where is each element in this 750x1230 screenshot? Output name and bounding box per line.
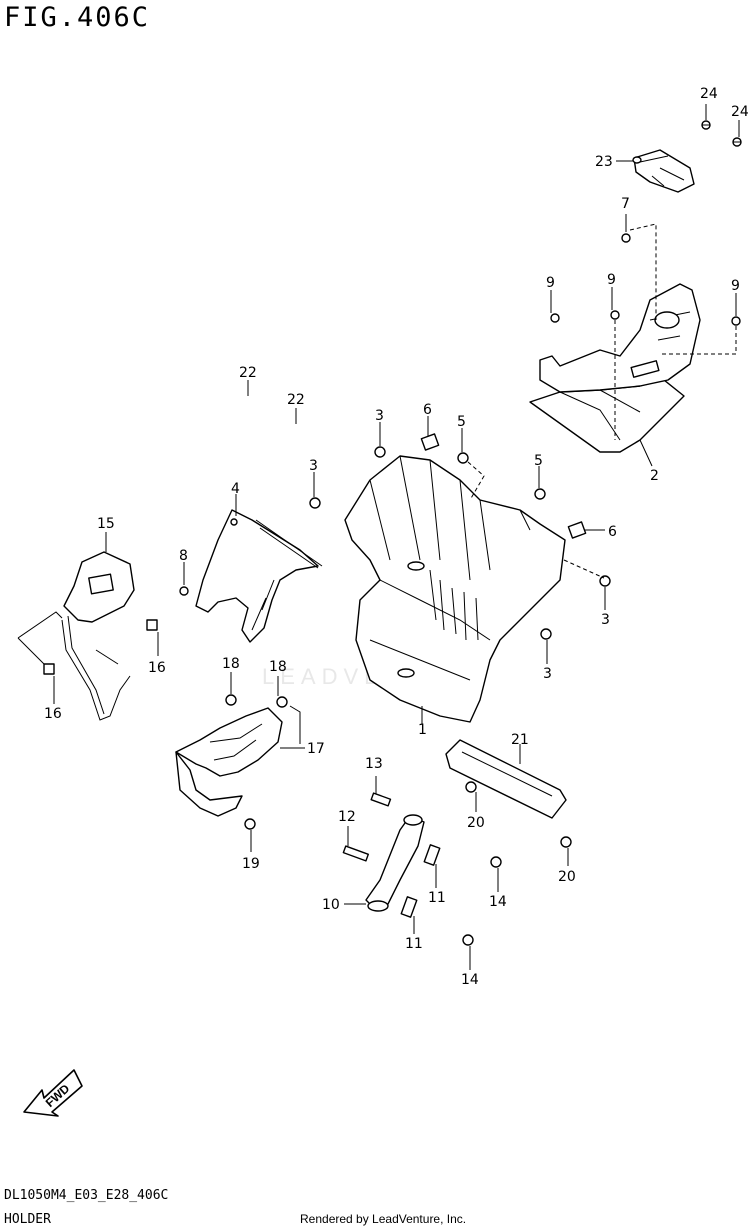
callout-18: 18 xyxy=(222,656,240,672)
part-9-bolt-c[interactable] xyxy=(731,316,741,326)
callout-8: 8 xyxy=(179,548,188,564)
callout-24: 24 xyxy=(700,86,718,102)
part-20-nut-b[interactable] xyxy=(560,836,572,848)
callout-3: 3 xyxy=(309,458,318,474)
callout-18: 18 xyxy=(269,659,287,675)
part-12-stud[interactable] xyxy=(342,845,370,862)
part-17-bracket[interactable] xyxy=(175,707,283,817)
part-16-bolt-b[interactable] xyxy=(43,663,55,675)
part-18-bolt-b[interactable] xyxy=(276,696,288,708)
callout-21: 21 xyxy=(511,732,529,748)
callout-22: 22 xyxy=(239,365,257,381)
callout-24: 24 xyxy=(731,104,749,120)
callout-3: 3 xyxy=(375,408,384,424)
model-code: DL1050M4_E03_E28_406C xyxy=(4,1188,169,1203)
part-7-bolt[interactable] xyxy=(621,233,631,243)
callout-20: 20 xyxy=(558,869,576,885)
part-19-bolt[interactable] xyxy=(244,818,256,830)
part-9-bolt-a[interactable] xyxy=(550,313,560,323)
part-13-stud[interactable] xyxy=(370,792,392,807)
part-4-bracket[interactable] xyxy=(195,509,323,643)
callout-19: 19 xyxy=(242,856,260,872)
leader-lines xyxy=(17,104,740,970)
part-2-cover[interactable] xyxy=(529,283,701,453)
part-6-nut-b[interactable] xyxy=(567,521,587,539)
callout-6: 6 xyxy=(608,524,617,540)
part-11-pad-b[interactable] xyxy=(400,896,418,918)
rendered-by-credit: Rendered by LeadVenture, Inc. xyxy=(300,1212,467,1226)
callout-4: 4 xyxy=(231,481,240,497)
part-11-pad-a[interactable] xyxy=(423,844,441,866)
callout-16: 16 xyxy=(44,706,62,722)
callout-2: 2 xyxy=(650,468,659,484)
fwd-arrow-icon: FWD xyxy=(23,1069,83,1117)
callout-13: 13 xyxy=(365,756,383,772)
callout-16: 16 xyxy=(148,660,166,676)
callout-labels: 24 24 23 7 9 9 9 2 22 22 3 6 5 3 5 6 4 1… xyxy=(44,86,749,988)
part-24-screw-b[interactable] xyxy=(732,137,742,147)
callout-15: 15 xyxy=(97,516,115,532)
callout-9: 9 xyxy=(546,275,555,291)
part-15-bracket[interactable] xyxy=(61,551,135,721)
callout-3: 3 xyxy=(601,612,610,628)
callout-10: 10 xyxy=(322,897,340,913)
callout-11: 11 xyxy=(428,890,446,906)
callout-17: 17 xyxy=(307,741,325,757)
part-9-bolt-b[interactable] xyxy=(610,310,620,320)
part-21-strap[interactable] xyxy=(445,739,567,819)
part-18-bolt-a[interactable] xyxy=(225,694,237,706)
part-5-grommet-b[interactable] xyxy=(534,488,546,500)
part-14-nut-b[interactable] xyxy=(462,934,474,946)
part-5-grommet-a[interactable] xyxy=(457,452,469,464)
callout-9: 9 xyxy=(731,278,740,294)
part-20-nut-a[interactable] xyxy=(465,781,477,793)
part-3-screw-a[interactable] xyxy=(374,446,386,458)
part-3-screw-b[interactable] xyxy=(309,497,321,509)
callout-3: 3 xyxy=(543,666,552,682)
callout-22: 22 xyxy=(287,392,305,408)
part-1-main-frame[interactable] xyxy=(344,455,566,723)
part-3-screw-d[interactable] xyxy=(540,628,552,640)
section-name: HOLDER xyxy=(4,1212,51,1227)
callout-20: 20 xyxy=(467,815,485,831)
callout-9: 9 xyxy=(607,272,616,288)
part-24-screw-a[interactable] xyxy=(701,120,711,130)
part-16-bolt-a[interactable] xyxy=(146,619,158,631)
part-10-band[interactable] xyxy=(365,814,425,912)
callout-5: 5 xyxy=(457,414,466,430)
callout-14: 14 xyxy=(461,972,479,988)
callout-12: 12 xyxy=(338,809,356,825)
callout-7: 7 xyxy=(621,196,630,212)
callout-14: 14 xyxy=(489,894,507,910)
callout-6: 6 xyxy=(423,402,432,418)
callout-23: 23 xyxy=(595,154,613,170)
part-3-screw-c[interactable] xyxy=(599,575,611,587)
part-23-bracket[interactable] xyxy=(632,149,695,193)
part-14-nut-a[interactable] xyxy=(490,856,502,868)
part-8-clip[interactable] xyxy=(179,586,189,596)
figure-title: FIG.406C xyxy=(4,2,151,33)
part-6-nut-a[interactable] xyxy=(420,433,440,451)
callout-11: 11 xyxy=(405,936,423,952)
callout-1: 1 xyxy=(418,722,427,738)
callout-5: 5 xyxy=(534,453,543,469)
